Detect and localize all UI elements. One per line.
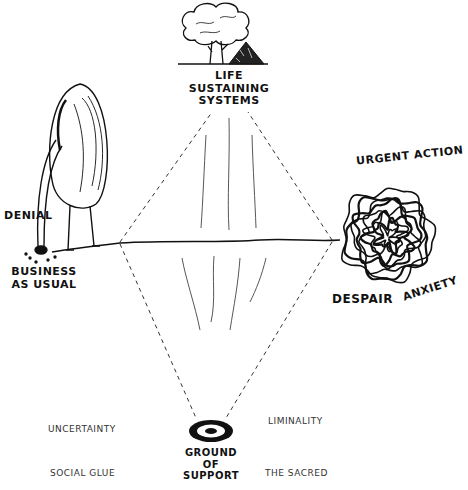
label: ANXIETY [401, 275, 459, 305]
inner-lines [182, 118, 266, 330]
scribble-stroke [342, 188, 436, 282]
ostrich-figure [25, 84, 107, 263]
label: DENIAL [4, 210, 52, 223]
label: UNCERTAINTY [48, 424, 116, 434]
label: GROUND OF SUPPORT [178, 447, 244, 482]
dashed-guide [120, 112, 332, 418]
mountain-icon [229, 42, 264, 64]
label: SOCIAL GLUE [50, 468, 115, 478]
label: BUSINESS AS USUAL [8, 266, 80, 291]
label: LIFE SUSTAINING SYSTEMS [189, 70, 270, 108]
scribble-ball [342, 188, 436, 282]
scribble-stroke [353, 198, 422, 266]
label: DESPAIR [332, 293, 393, 307]
label: THE SACRED [265, 468, 328, 478]
target-symbol [189, 420, 233, 442]
scribble-stroke [345, 197, 428, 280]
tree-icon [178, 3, 268, 64]
label: LIMINALITY [268, 416, 323, 426]
label: URGENT ACTION [356, 144, 464, 168]
